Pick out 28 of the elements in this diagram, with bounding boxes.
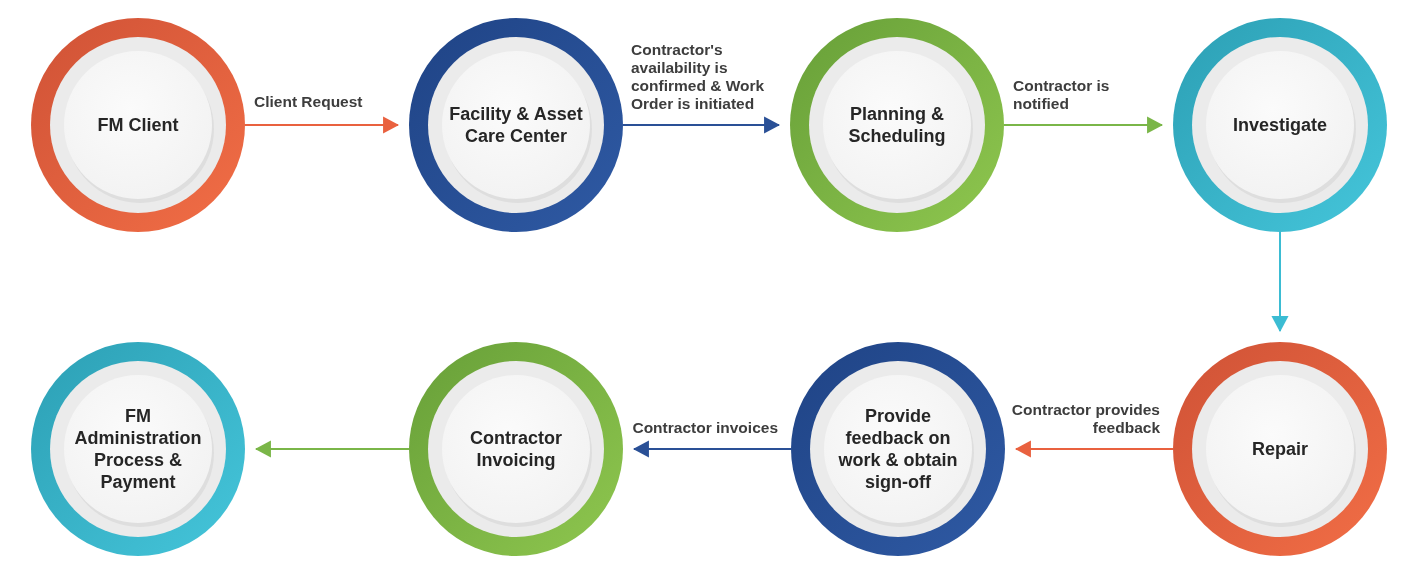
arrow bbox=[244, 116, 400, 134]
process-circle bbox=[790, 18, 1004, 232]
step-label: Facility & Asset Care Center bbox=[448, 103, 584, 147]
step-label: FM Client bbox=[97, 114, 179, 136]
arrow bbox=[632, 440, 792, 458]
step-label: Contractor Invoicing bbox=[469, 427, 563, 471]
step-label: Repair bbox=[1252, 438, 1308, 460]
step-label: Provide feedback on work & obtain sign-off bbox=[837, 405, 959, 493]
process-circle bbox=[409, 342, 623, 556]
process-circle bbox=[409, 18, 623, 232]
process-circle bbox=[1173, 342, 1387, 556]
process-circle bbox=[791, 342, 1005, 556]
process-circle bbox=[31, 342, 245, 556]
step-label: Investigate bbox=[1232, 114, 1327, 136]
step-label: FM Administration Process & Payment bbox=[73, 405, 203, 493]
edge-label: Contractor's availability is confirmed & Work Order is initiated bbox=[631, 41, 766, 113]
arrow bbox=[1014, 440, 1174, 458]
step-label: Planning & Scheduling bbox=[847, 103, 947, 147]
arrow bbox=[1271, 231, 1289, 333]
arrow bbox=[622, 116, 781, 134]
arrow bbox=[1003, 116, 1164, 134]
edge-label: Contractor provides feedback bbox=[1010, 401, 1160, 437]
process-circle bbox=[31, 18, 245, 232]
arrow bbox=[254, 440, 410, 458]
edge-label: Contractor invoices bbox=[632, 419, 778, 437]
process-circle bbox=[1173, 18, 1387, 232]
edge-label: Contractor is notified bbox=[1013, 77, 1111, 113]
edge-label: Client Request bbox=[254, 93, 363, 111]
